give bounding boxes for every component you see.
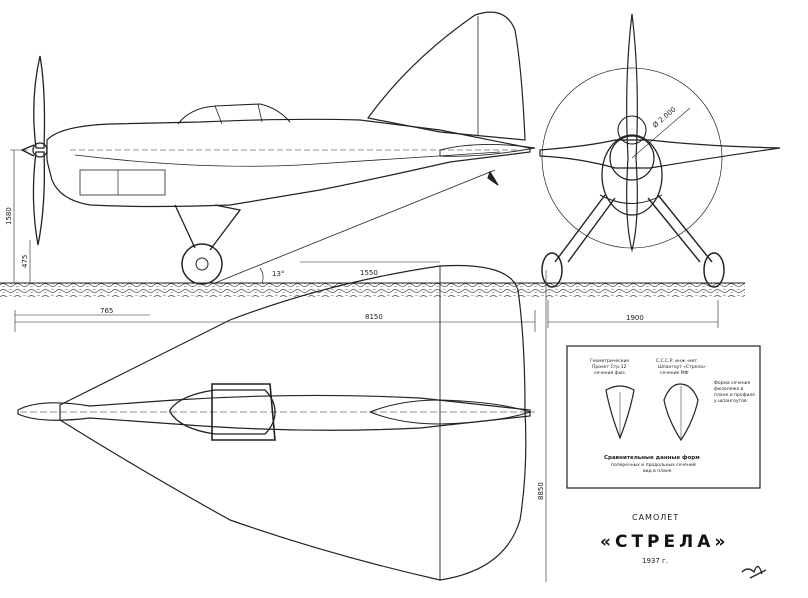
length-dimension: 8150	[365, 313, 383, 321]
signature-mark	[741, 565, 767, 579]
fuselage-plan	[17, 394, 531, 431]
legend-left-heading-3: сечения фюз.	[594, 370, 626, 376]
canopy-side	[177, 103, 291, 125]
legend-right-heading-2: Шпангоут «Стрела»	[658, 364, 706, 370]
incidence-angle: 13°	[272, 270, 284, 278]
legend-right-heading-3: сечение МФ	[660, 370, 689, 376]
fin-side	[366, 11, 526, 141]
wing-planform	[59, 264, 527, 581]
track-dimension: 1900	[626, 314, 644, 322]
plan-view: 8150 765 8850 1550	[14, 261, 547, 582]
section-shape-right	[663, 383, 699, 442]
wheel-right-front	[703, 252, 725, 288]
fuselage-side	[46, 118, 531, 208]
span-dimension: 8850	[537, 482, 545, 500]
sections-legend: Геометрические Проект Стр-12 сечения фюз…	[566, 345, 761, 489]
legend-left-heading-2: Проект Стр-12	[592, 364, 627, 370]
legend-right-note-3: плане и профиле	[714, 392, 755, 398]
side-view: 13° 1580 475	[0, 11, 536, 297]
legend-right-note-2: фюзеляжа в	[714, 386, 744, 392]
legend-frame	[566, 345, 761, 489]
propeller-front	[626, 13, 638, 253]
wheel-left-front	[541, 252, 563, 288]
gear-legs-front	[554, 194, 713, 263]
title-label: САМОЛЕТ	[632, 513, 679, 522]
wing-chord-dimension: 1550	[360, 269, 378, 277]
legend-left-heading-1: Геометрические	[590, 358, 629, 364]
height-dimension: 1580	[5, 207, 13, 225]
aircraft-name: «СТРЕЛА»	[600, 532, 729, 552]
side-ground	[0, 283, 520, 297]
title-year: 1937 г.	[642, 557, 668, 565]
front-ground	[520, 283, 745, 297]
legend-right-heading-1: С.С.С.Р. инж.-мет.	[656, 358, 698, 364]
prop-height-dimension: 475	[21, 255, 29, 268]
legend-caption-2: поперечных и продольных сечений	[611, 461, 696, 468]
legend-caption-3: вид в плане	[643, 469, 672, 474]
propeller-side	[20, 55, 48, 246]
title-block: САМОЛЕТ «СТРЕЛА» 1937 г.	[600, 513, 729, 565]
legend-caption-1: Сравнительные данные форм	[604, 454, 700, 461]
nose-dimension: 765	[100, 307, 113, 315]
wings-front	[539, 139, 781, 169]
cockpit-plan	[169, 389, 276, 435]
prop-diameter-dimension: Ø 2.000	[651, 106, 677, 130]
front-view: Ø 2.000 1900	[520, 13, 781, 328]
legend-right-note-1: Форма сечения	[714, 380, 751, 386]
landing-gear-side	[174, 204, 242, 251]
wheel-side	[181, 243, 223, 285]
legend-right-note-4: у шпангоутов	[714, 399, 747, 404]
section-shape-left	[605, 385, 635, 440]
